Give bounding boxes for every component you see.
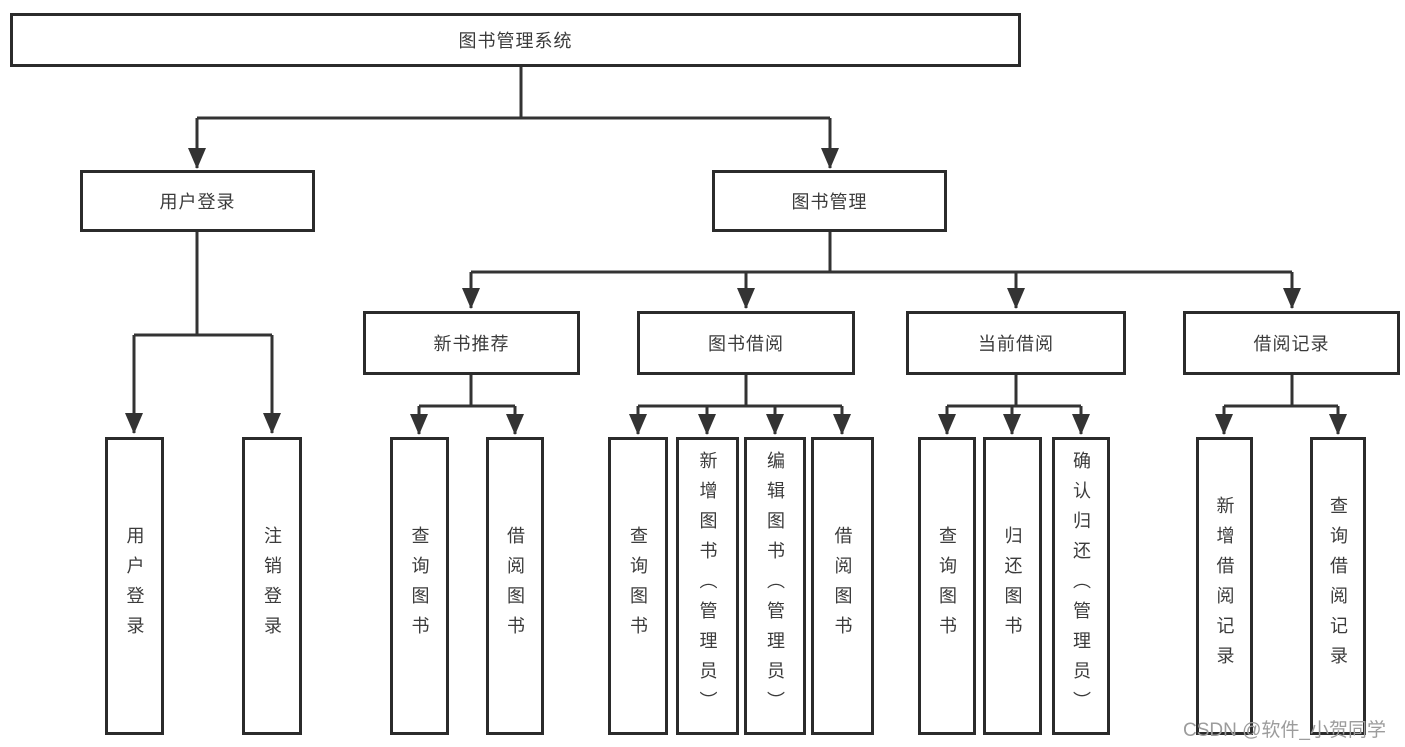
node-label: 查询图书 bbox=[409, 526, 430, 646]
node-book-management: 图书管理 bbox=[712, 170, 947, 232]
node-label: 当前借阅 bbox=[978, 334, 1054, 354]
node-user-login-leaf: 用户登录 bbox=[105, 437, 164, 735]
node-current-borrowing: 当前借阅 bbox=[906, 311, 1126, 375]
node-borrowing-records: 借阅记录 bbox=[1183, 311, 1400, 375]
node-label: 图书管理系统 bbox=[458, 31, 573, 51]
node-edit-books-admin: 编辑图书（管理员） bbox=[744, 437, 806, 735]
node-label: 借阅图书 bbox=[832, 526, 853, 646]
node-confirm-return-admin: 确认归还（管理员） bbox=[1052, 437, 1110, 735]
node-logout: 注销登录 bbox=[242, 437, 302, 735]
node-label: 查询图书 bbox=[628, 526, 648, 646]
node-label: 借阅图书 bbox=[505, 526, 525, 646]
branch-current-borrowing bbox=[938, 375, 1090, 435]
node-query-borrow-record: 查询借阅记录 bbox=[1310, 437, 1366, 735]
node-add-books-admin: 新增图书（管理员） bbox=[676, 437, 739, 735]
node-label: 图书借阅 bbox=[708, 334, 784, 354]
node-borrow-books-leaf: 借阅图书 bbox=[811, 437, 874, 735]
branch-book-borrowing bbox=[629, 375, 851, 435]
branch-book-management bbox=[462, 232, 1301, 309]
node-label: 用户登录 bbox=[159, 192, 236, 212]
node-return-books: 归还图书 bbox=[983, 437, 1042, 735]
node-label: 新增借阅记录 bbox=[1214, 496, 1235, 676]
node-label: 注销登录 bbox=[262, 526, 282, 646]
node-book-borrowing: 图书借阅 bbox=[637, 311, 855, 375]
node-query-books-current: 查询图书 bbox=[918, 437, 976, 735]
branch-root bbox=[188, 67, 839, 169]
node-label: 确认归还（管理员） bbox=[1071, 451, 1091, 721]
node-label: 查询借阅记录 bbox=[1328, 496, 1348, 676]
node-library-management-system: 图书管理系统 bbox=[10, 13, 1021, 67]
node-label: 新书推荐 bbox=[433, 334, 510, 354]
node-label: 用户登录 bbox=[124, 526, 145, 646]
node-query-books-recommend: 查询图书 bbox=[390, 437, 449, 735]
node-label: 编辑图书（管理员） bbox=[765, 451, 785, 721]
node-user-login: 用户登录 bbox=[80, 170, 315, 232]
branch-borrowing-records bbox=[1215, 375, 1347, 435]
branch-new-book bbox=[410, 375, 524, 435]
node-label: 新增图书（管理员） bbox=[697, 451, 718, 721]
node-borrow-books-recommend: 借阅图书 bbox=[486, 437, 544, 735]
node-label: 图书管理 bbox=[791, 192, 868, 212]
branch-user-login bbox=[125, 232, 281, 434]
node-label: 借阅记录 bbox=[1253, 334, 1330, 354]
node-label: 查询图书 bbox=[937, 526, 957, 646]
node-add-borrow-record: 新增借阅记录 bbox=[1196, 437, 1253, 735]
node-new-book-recommendation: 新书推荐 bbox=[363, 311, 580, 375]
csdn-watermark: CSDN @软件_小贺同学 bbox=[1183, 720, 1386, 741]
node-label: 归还图书 bbox=[1002, 526, 1023, 646]
node-query-books-borrow: 查询图书 bbox=[608, 437, 668, 735]
